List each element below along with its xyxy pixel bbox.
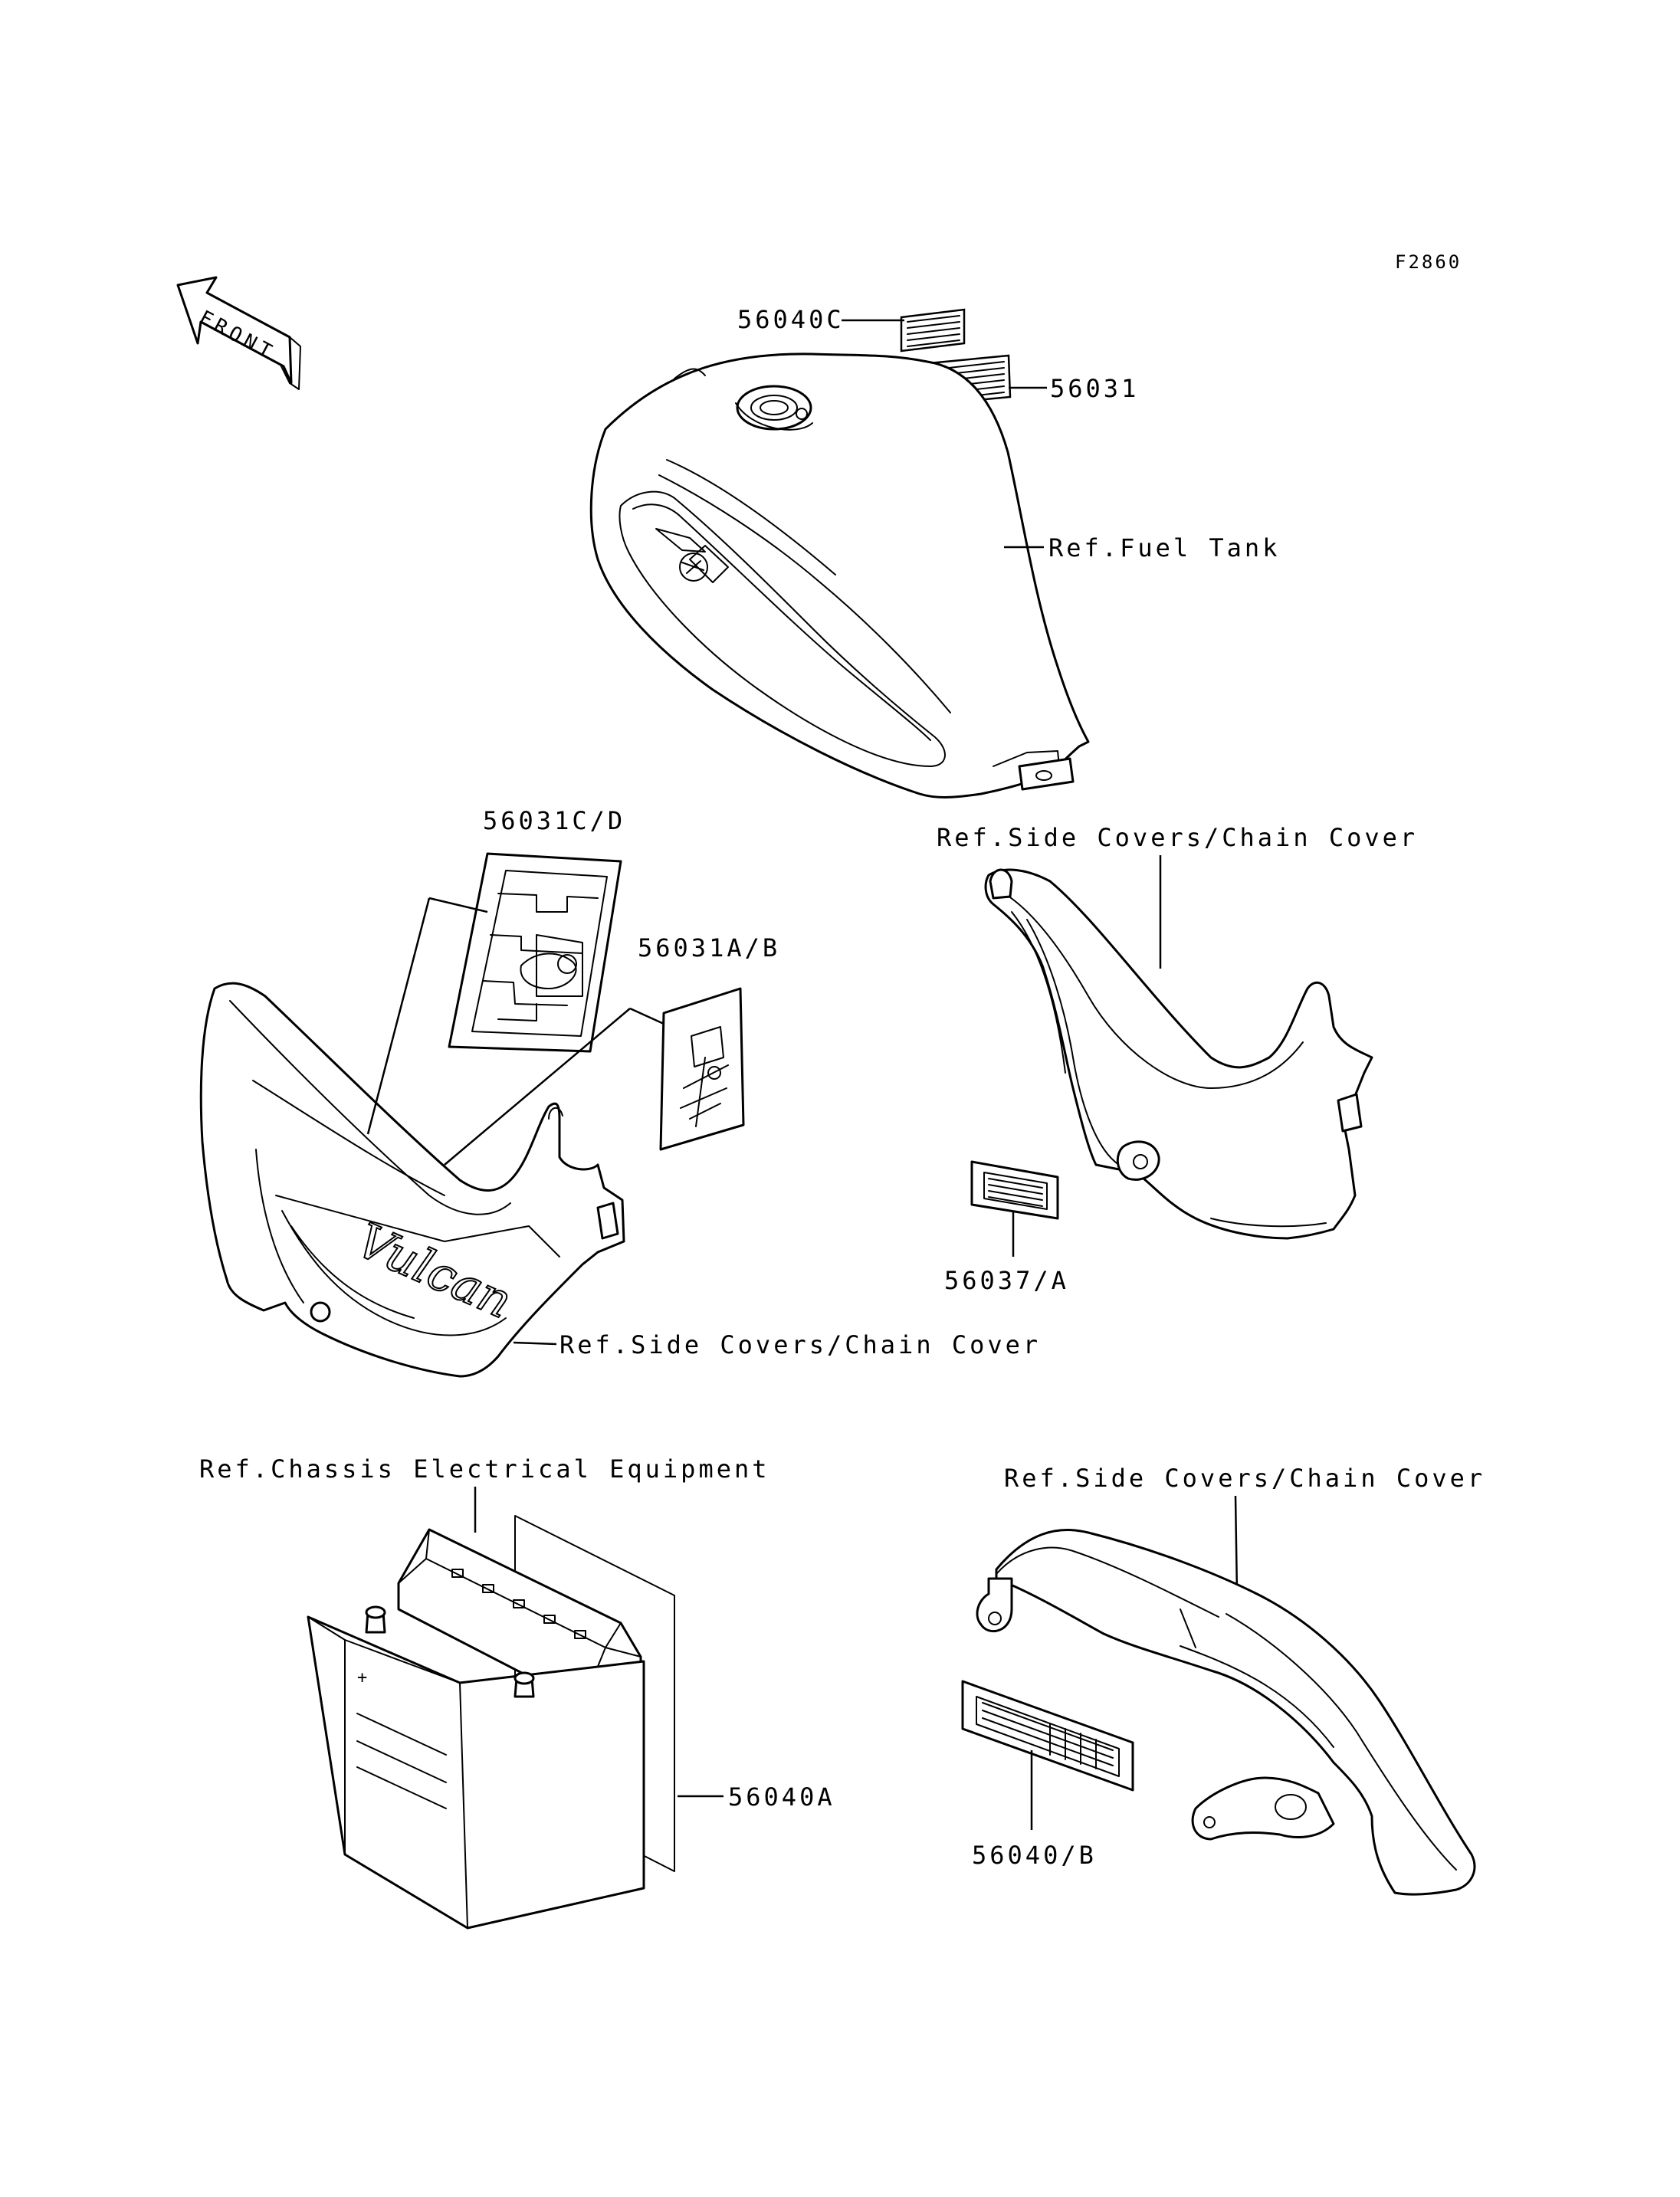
callout-ref-fuel-tank: Ref.Fuel Tank: [1048, 533, 1280, 562]
callout-ref-side-covers-top: Ref.Side Covers/Chain Cover: [937, 823, 1418, 852]
decal-56031cd: [448, 852, 622, 1053]
right-side-cover: [984, 868, 1373, 1240]
callout-56040b: 56040/B: [972, 1841, 1097, 1870]
callout-56037a: 56037/A: [944, 1266, 1069, 1295]
fuel-tank: [589, 353, 1090, 798]
decal-56040b: [961, 1680, 1134, 1792]
decal-56037a: [970, 1160, 1059, 1220]
callout-56031ab: 56031A/B: [638, 933, 780, 962]
decal-56040c: [900, 308, 966, 353]
leader-cover-to-decal-ab: [444, 1008, 631, 1166]
leader-cover-to-decal-cd: [366, 897, 431, 1135]
leader-56031cd: [428, 897, 488, 913]
callout-ref-side-covers-chain: Ref.Side Covers/Chain Cover: [1004, 1464, 1485, 1493]
left-side-cover: Vulcan: [199, 982, 625, 1378]
front-arrow-icon: FRONT: [176, 276, 301, 390]
chain-cover: [976, 1528, 1476, 1896]
leader-56031ab: [629, 1007, 664, 1025]
leader-ref-side-covers-left: [513, 1341, 557, 1346]
tank-emblem-icon: [655, 528, 729, 583]
callout-56040a: 56040A: [728, 1782, 835, 1812]
callout-ref-chassis-electrical: Ref.Chassis Electrical Equipment: [199, 1454, 770, 1484]
battery: +: [307, 1515, 675, 1930]
callout-56031: 56031: [1050, 374, 1139, 403]
callout-ref-side-covers-left: Ref.Side Covers/Chain Cover: [559, 1330, 1041, 1359]
decal-56031ab: [659, 987, 745, 1151]
callout-56040c: 56040C: [737, 305, 845, 334]
diagram-code: F2860: [1395, 251, 1462, 273]
battery-plus-sign: +: [357, 1668, 369, 1687]
callout-56031cd: 56031C/D: [483, 806, 625, 835]
leader-ref-side-covers-chain: [1234, 1495, 1239, 1595]
battery-cell-caps: [451, 1569, 586, 1639]
